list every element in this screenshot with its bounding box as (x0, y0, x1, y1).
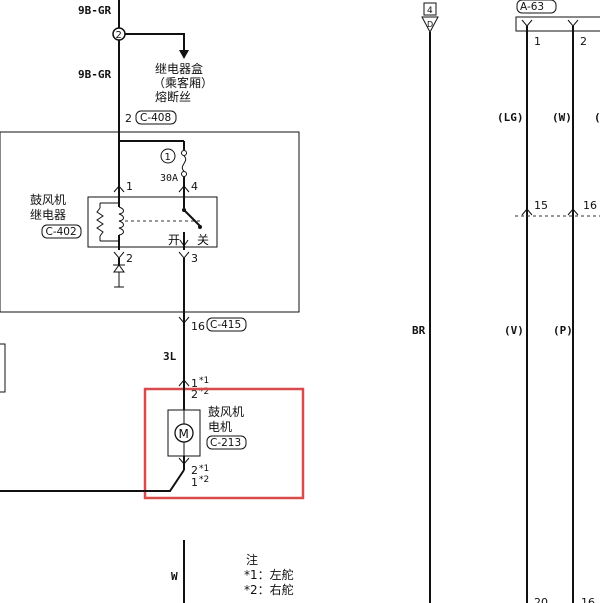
blower-relay-name-line1: 鼓风机 (30, 193, 66, 207)
bottom-pin-20: 20 (534, 596, 548, 603)
switch-off-label: 关 (197, 233, 209, 247)
pin-1-chevron-icon (113, 185, 125, 193)
pin-16-c415: 16 (191, 320, 205, 333)
connector-c213-label: C-213 (210, 437, 241, 449)
connector-c415-box (206, 317, 247, 332)
wire-label-lg: (LG) (497, 111, 524, 124)
wire-branch-arrow (125, 33, 185, 52)
connector-a63-box (516, 0, 557, 14)
connector-a63-label: A-63 (520, 1, 544, 13)
wire-label-w-paren: (W) (552, 111, 572, 124)
relay-box-outline (0, 131, 300, 313)
wire-label-br: BR (412, 324, 426, 337)
motor-bottom-pin-b: 1 (191, 476, 198, 489)
relay-pin-3: 3 (191, 252, 198, 265)
fuse-top-terminal (181, 150, 187, 156)
blower-motor-name-line1: 鼓风机 (208, 405, 244, 419)
left-component-stub (0, 343, 6, 393)
wire-label-w: W (171, 570, 178, 583)
motor-bottom-pin-b-note: *2 (199, 475, 209, 485)
a63-pin-2: 2 (580, 35, 587, 48)
pin-3-chevron-icon (178, 251, 190, 259)
blower-motor-name-line2: 电机 (208, 420, 232, 434)
junction-node-2-label: 2 (116, 30, 122, 41)
relay-box-name-line3: 熔断丝 (155, 89, 191, 104)
wire-motor-to-left (0, 469, 185, 492)
fuse-number-badge (160, 148, 176, 164)
wire-label-v: (V) (504, 324, 524, 337)
connector-c408-label: C-408 (140, 112, 171, 124)
connector-c402-box (41, 224, 82, 239)
note-title: 注 (246, 552, 258, 567)
pin-4-chevron-icon (178, 185, 190, 193)
arrow-head-icon (179, 50, 189, 59)
motor-top-pin-b: 2 (191, 388, 198, 401)
note-line1: *1：左舵 (244, 567, 294, 582)
diode-icon (113, 264, 125, 273)
switch-blade (183, 209, 201, 227)
pin-16-chevron (567, 208, 579, 216)
pin-2-chevron-icon (113, 251, 125, 259)
pin-2-c408: 2 (125, 112, 132, 125)
connector-c402-label: C-402 (46, 226, 77, 238)
relay-box-name-line2: （乘客厢） (153, 75, 213, 90)
note-line2: *2：右舵 (244, 582, 294, 597)
wire-label-partial: ( (594, 111, 600, 124)
pin-15-chevron (521, 208, 533, 216)
fuse-rating: 30A (160, 173, 178, 184)
triangle-d-label: D (427, 20, 433, 29)
pin-16-chevron-icon (178, 316, 190, 324)
connector-c408-box (135, 110, 177, 125)
relay-pin-1: 1 (126, 180, 133, 193)
switch-contact (198, 225, 202, 229)
switch-on-label: 开 (168, 233, 180, 247)
relay-pin-2: 2 (126, 252, 133, 265)
wire-label-p: (P) (553, 324, 573, 337)
highlight-box (143, 387, 305, 500)
relay-coil-icon (118, 206, 124, 236)
ground-box-4 (423, 2, 437, 16)
motor-top-pin-a: 1 (191, 377, 198, 390)
blower-relay-outline (87, 196, 218, 248)
a63-pin1-chevron (521, 19, 533, 27)
fuse-bottom-terminal (181, 171, 187, 177)
relay-pin-4: 4 (191, 180, 198, 193)
bottom-pin-16: 16 (581, 596, 595, 603)
motor-symbol: M (179, 427, 189, 441)
fuse-icon (181, 155, 187, 172)
motor-top-pin-a-note: *1 (199, 376, 209, 386)
a63-pin2-chevron (567, 19, 579, 27)
relay-box-name-line1: 继电器盒 (155, 61, 203, 76)
fuse-number: 1 (165, 152, 171, 163)
connector-c415-label: C-415 (210, 319, 241, 331)
triangle-d-icon (421, 16, 439, 34)
ground-box-4-label: 4 (427, 6, 433, 16)
resistor-icon (96, 207, 104, 237)
pin-16-label: 16 (583, 199, 597, 212)
blower-relay-name-line2: 继电器 (30, 208, 66, 222)
motor-top-pin-b-note: *2 (199, 387, 209, 397)
a63-pin-1: 1 (534, 35, 541, 48)
motor-bottom-pin-a: 2 (191, 464, 198, 477)
connector-c213-box (206, 435, 247, 450)
wire-label-9b-gr-top: 9B-GR (78, 4, 111, 17)
wire-label-3l: 3L (163, 350, 177, 363)
motor-bottom-chevron-icon (178, 457, 190, 465)
pin-15-label: 15 (534, 199, 548, 212)
connector-a63-body (515, 16, 600, 32)
switch-terminal-chevron (179, 239, 189, 247)
motor-bottom-pin-a-note: *1 (199, 464, 209, 474)
wire-label-9b-gr-mid: 9B-GR (78, 68, 111, 81)
